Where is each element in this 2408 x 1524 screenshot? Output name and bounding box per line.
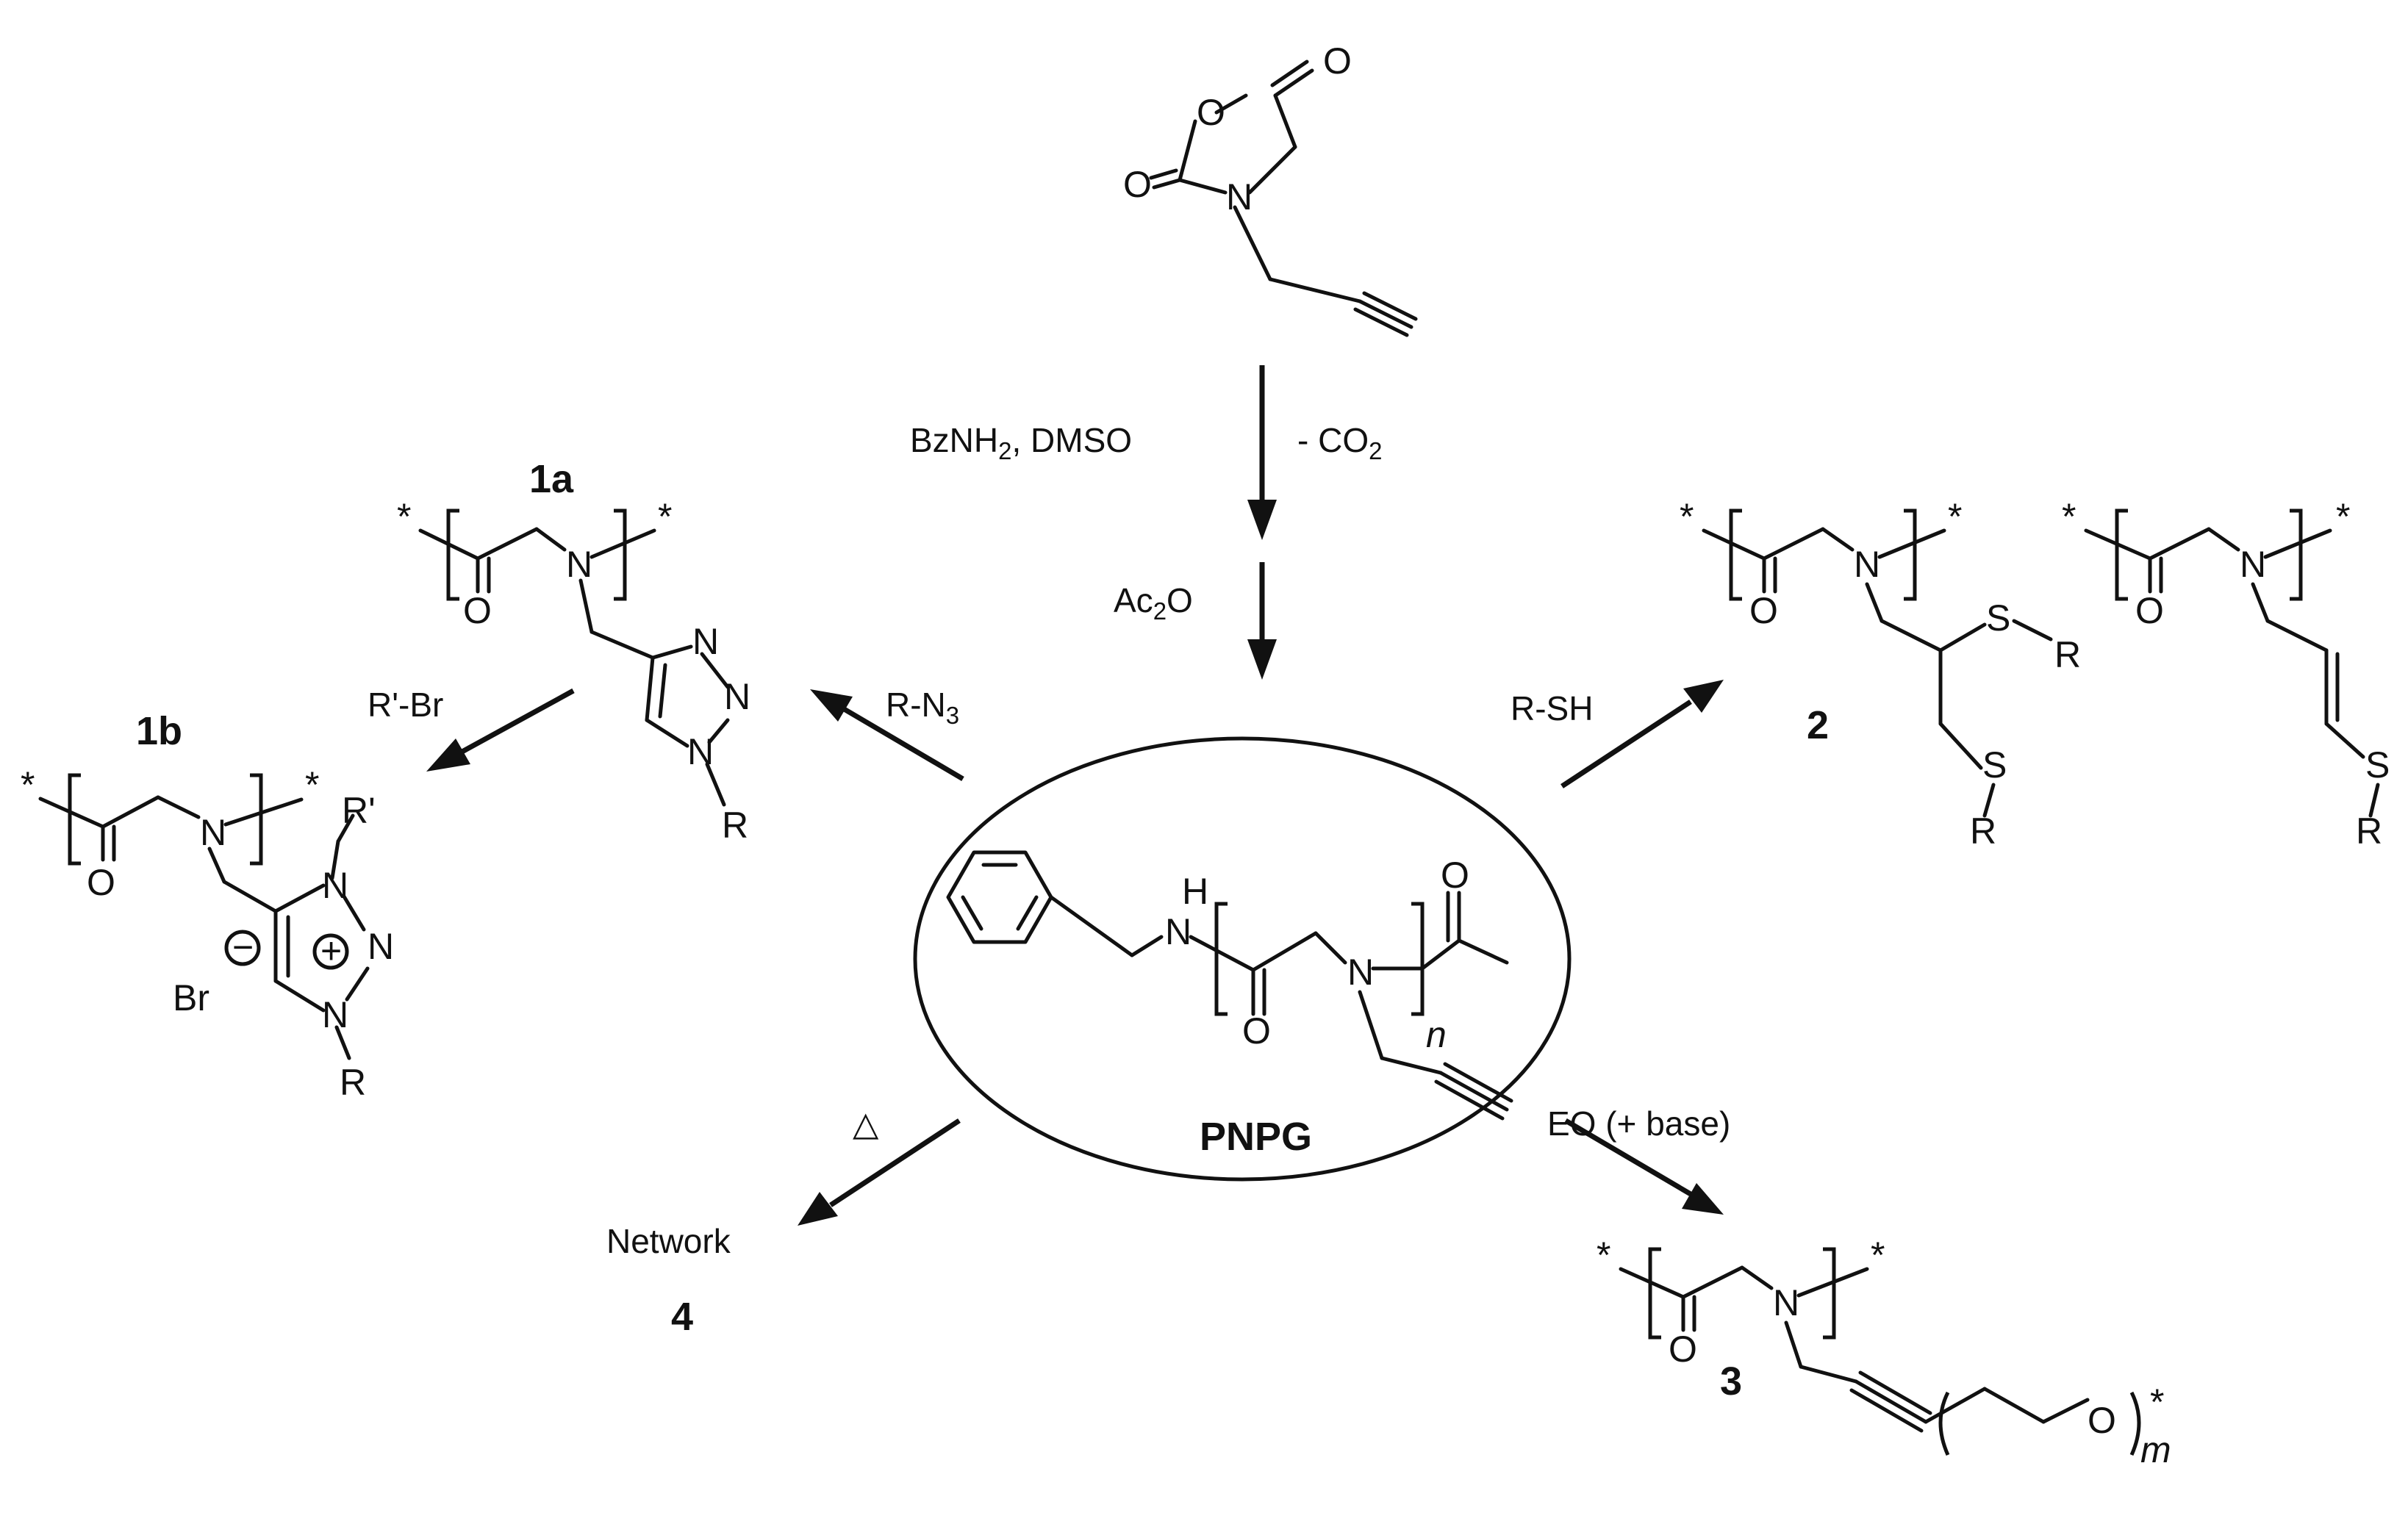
1a-star-right: * xyxy=(658,496,672,537)
reagent-minus-co2: - CO2 xyxy=(1297,421,1382,464)
3-peo-bracket-left xyxy=(1938,1391,1950,1456)
2a-s2: S xyxy=(1982,744,2007,786)
1b-triazole-n2: N xyxy=(368,926,394,967)
2b-n: N xyxy=(2240,544,2266,585)
2b-r: R xyxy=(2356,810,2382,852)
2a-o: O xyxy=(1749,590,1778,631)
1b-bracket-left xyxy=(68,773,81,866)
pnpg-n-subscript: n xyxy=(1426,1014,1447,1055)
pnpg-structure: N H O N n O xyxy=(913,736,1572,1182)
network-text: Network xyxy=(606,1222,731,1260)
3-star-end: * xyxy=(2150,1381,2164,1423)
3-n: N xyxy=(1773,1282,1799,1323)
monomer-nca: O O O N xyxy=(1123,40,1418,337)
1a-triazole-n3: N xyxy=(687,731,714,772)
compound-2a: * * O N S R S R xyxy=(1680,496,2081,852)
2a-star-right: * xyxy=(1948,496,1962,537)
nca-o-left: O xyxy=(1123,164,1152,205)
1a-triazole-n1: N xyxy=(692,621,719,662)
1b-n-backbone: N xyxy=(200,812,226,853)
1b-triazole-n1: N xyxy=(322,865,348,906)
3-bracket-right xyxy=(1823,1247,1836,1340)
1b-r: R xyxy=(340,1062,366,1103)
compound-1b: * * O N R' N N N R + Br − xyxy=(21,764,394,1103)
1b-star-right: * xyxy=(305,764,319,805)
1b-plus-charge: + xyxy=(320,930,342,971)
2b-s: S xyxy=(2365,744,2390,786)
1b-star-left: * xyxy=(21,764,35,805)
nca-n: N xyxy=(1226,176,1253,218)
2a-bracket-right xyxy=(1904,508,1917,601)
2b-bracket-left xyxy=(2115,508,2128,601)
2a-s1: S xyxy=(1986,597,2010,639)
arrow-down-1 xyxy=(1247,365,1277,540)
1a-r: R xyxy=(722,805,748,846)
compound-1a: * * O N N N N R xyxy=(397,496,750,846)
1b-o: O xyxy=(87,862,115,903)
3-bracket-left xyxy=(1648,1247,1661,1340)
reagent-r-prime-br: R'-Br xyxy=(368,686,443,724)
2b-star-right: * xyxy=(2336,496,2350,537)
compound-2-label: 2 xyxy=(1807,703,1829,747)
2b-bracket-right xyxy=(2290,508,2303,601)
compound-1a-label: 1a xyxy=(529,457,574,501)
2a-r2: R xyxy=(1970,810,1996,852)
1b-triazole-n3: N xyxy=(322,994,348,1035)
arrow-to-3 xyxy=(1564,1118,1724,1215)
1b-br: Br xyxy=(173,977,209,1018)
2b-star-left: * xyxy=(2062,496,2076,537)
1a-star-left: * xyxy=(397,496,411,537)
pnpg-o-backbone: O xyxy=(1242,1010,1271,1052)
1a-bracket-right xyxy=(614,508,627,601)
1a-triazole-n2: N xyxy=(724,676,750,717)
arrow-down-2 xyxy=(1247,562,1277,680)
3-o-ether: O xyxy=(2088,1400,2116,1441)
arrow-to-1b xyxy=(426,688,575,772)
1b-r-prime: R' xyxy=(342,790,376,831)
2a-r1: R xyxy=(2054,634,2081,675)
3-m-subscript: m xyxy=(2140,1429,2171,1470)
3-peo-bracket-right xyxy=(2129,1391,2141,1456)
arrow-to-1a xyxy=(810,689,964,782)
compound-3: * * O N O m * xyxy=(1597,1234,2171,1470)
3-star-right: * xyxy=(1871,1234,1885,1276)
arrow-to-2 xyxy=(1560,680,1724,788)
2b-o: O xyxy=(2135,590,2164,631)
3-o-carbonyl: O xyxy=(1669,1329,1697,1370)
pnpg-o-acetyl: O xyxy=(1441,855,1469,896)
nca-o-ring: O xyxy=(1197,92,1225,133)
pnpg-n-amide: N xyxy=(1165,911,1192,952)
2a-n: N xyxy=(1854,544,1880,585)
reagent-eo-base: EO (+ base) xyxy=(1547,1104,1730,1143)
pnpg-ellipse xyxy=(913,736,1572,1182)
pnpg-n-backbone: N xyxy=(1347,952,1374,993)
2a-star-left: * xyxy=(1680,496,1694,537)
1b-plus-circle xyxy=(312,933,349,970)
pnpg-bracket-right xyxy=(1411,902,1425,1016)
reagent-r-n3: R-N3 xyxy=(886,686,959,729)
reagent-heat: △ xyxy=(853,1104,879,1143)
1b-minus-circle xyxy=(224,930,261,966)
1a-bracket-left xyxy=(446,508,459,601)
1a-n-backbone: N xyxy=(566,544,592,585)
1b-bracket-right xyxy=(250,773,263,866)
reagent-ac2o: Ac2O xyxy=(1114,581,1193,625)
nca-o-top: O xyxy=(1323,40,1352,82)
1a-o: O xyxy=(463,590,492,631)
compound-2b: * * O N S R xyxy=(2062,496,2390,852)
3-star-left: * xyxy=(1597,1234,1610,1276)
compound-3-label: 3 xyxy=(1720,1359,1742,1403)
pnpg-h: H xyxy=(1182,871,1208,912)
arrow-to-4 xyxy=(798,1118,961,1226)
2a-bracket-left xyxy=(1729,508,1742,601)
reagent-bznh2-dmso: BzNH2, DMSO xyxy=(910,421,1132,464)
compound-4-label: 4 xyxy=(671,1295,693,1339)
pnpg-label: PNPG xyxy=(1200,1115,1312,1159)
pnpg-bracket-left xyxy=(1214,902,1228,1016)
1b-minus-charge: − xyxy=(232,927,254,968)
compound-1b-label: 1b xyxy=(136,709,182,753)
reagent-r-sh: R-SH xyxy=(1511,689,1593,727)
